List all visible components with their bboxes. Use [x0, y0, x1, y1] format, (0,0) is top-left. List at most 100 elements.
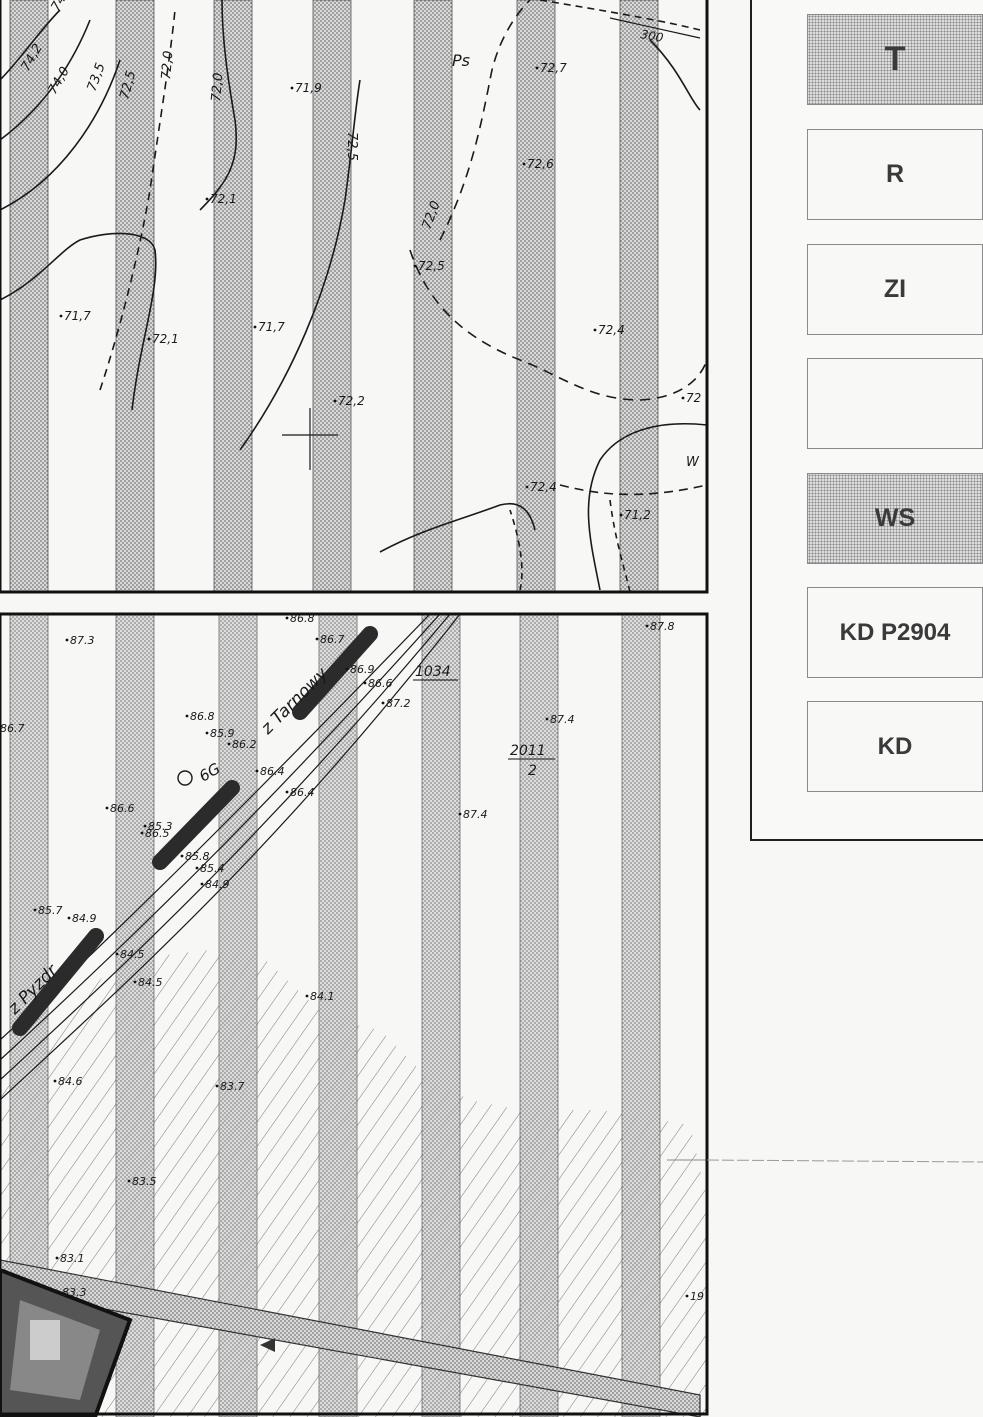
contour-label: 72,0 [159, 50, 176, 80]
spot-height-dot [105, 806, 109, 810]
spot-height-label: 71,7 [64, 309, 91, 323]
spot-height-dot [685, 1294, 689, 1298]
spot-height-dot [215, 1084, 219, 1088]
spot-height-label: 72 [686, 391, 701, 405]
top-map-panel: 74,074,274,073,572,572,072,072,572,071,9… [0, 0, 707, 592]
legend-code: WS [874, 504, 916, 532]
spot-height-label: 72,4 [530, 480, 557, 494]
spot-height-label: 85.7 [38, 904, 63, 917]
spot-height-dot [645, 624, 649, 628]
spot-height-dot [535, 66, 539, 70]
land-use-label: W [686, 455, 700, 470]
strip [213, 0, 253, 592]
spot-height-dot [363, 681, 367, 685]
external-boundary-line [706, 1159, 983, 1163]
spot-height-dot [55, 1256, 59, 1260]
spot-height-dot [522, 162, 526, 166]
spot-height-dot [315, 637, 319, 641]
contour-label: 72,5 [117, 69, 139, 101]
spot-height-dot [681, 396, 685, 400]
strip [115, 0, 155, 592]
legend-item-ws[interactable]: WS [807, 473, 983, 564]
spot-height-label: 86.6 [368, 677, 393, 690]
spot-height-dot [413, 264, 417, 268]
legend-item-blank[interactable] [807, 358, 983, 449]
strip [218, 614, 258, 1417]
parcel-number: 2 [528, 763, 537, 779]
top-map-frame [0, 0, 709, 594]
legend-code: KD P2904 [839, 618, 951, 646]
spot-height-label: 87.2 [386, 697, 411, 710]
spot-height-dot [143, 824, 147, 828]
spot-height-dot [285, 616, 289, 620]
spot-height-dot [205, 197, 209, 201]
spot-height-dot [227, 742, 231, 746]
spot-height-dot [53, 1079, 57, 1083]
spot-height-dot [115, 952, 119, 956]
bottom-map-frame [0, 612, 709, 1416]
parcel-number: 2011 [510, 743, 546, 759]
legend-item-zi[interactable]: ZI [807, 244, 983, 335]
legend-code: T [884, 40, 906, 78]
spot-height-label: 86.9 [350, 663, 375, 676]
spot-height-label: 72,1 [210, 192, 237, 206]
legend-item-t[interactable]: T [807, 14, 983, 105]
spot-height-dot [525, 485, 529, 489]
legend-item-kd-p2904[interactable]: KD P2904 [807, 587, 983, 678]
spot-height-dot [205, 731, 209, 735]
spot-height-label: 86.5 [145, 827, 170, 840]
spot-height-label: 72,4 [598, 323, 625, 337]
spot-height-label: 86.6 [110, 802, 135, 815]
spot-height-label: 71,9 [295, 81, 322, 95]
spot-height-label: 85.9 [210, 727, 235, 740]
strip [421, 614, 461, 1417]
spot-height-label: 83.5 [132, 1175, 157, 1188]
spot-height-label: 87.4 [463, 808, 488, 821]
spot-height-label: 86.8 [190, 710, 215, 723]
spot-height-dot [619, 513, 623, 517]
strip [9, 0, 49, 592]
spot-height-label: 85.8 [185, 850, 210, 863]
legend-item-r[interactable]: R [807, 129, 983, 220]
spot-height-dot [195, 866, 199, 870]
spot-height-label: 72,6 [527, 157, 554, 171]
spot-height-label: 84.5 [120, 948, 145, 961]
road-bold-segments [12, 626, 378, 1036]
spot-height-label: 71,7 [258, 320, 285, 334]
spot-height-dot [180, 854, 184, 858]
spot-height-label: 71,2 [624, 508, 651, 522]
road-south [0, 1259, 701, 1417]
spot-height-dot [381, 701, 385, 705]
spot-height-label: 86.4 [290, 786, 315, 799]
strip [619, 0, 659, 592]
spot-height-dot [67, 916, 71, 920]
spot-height-dot [133, 980, 137, 984]
spot-height-label: 86.7 [320, 633, 345, 646]
spot-height-dot [333, 399, 337, 403]
corner-label: 300 [639, 27, 664, 45]
legend-panel: T R ZI WS KD P2904 KD [750, 0, 983, 841]
spot-height-dot [59, 314, 63, 318]
spot-height-dot [253, 325, 257, 329]
spot-height-label: 87.3 [70, 634, 95, 647]
land-use-label: Ps [452, 51, 470, 70]
survey-cross [282, 408, 338, 470]
spot-height-dot [140, 831, 144, 835]
spot-height-label: 84.6 [58, 1075, 83, 1088]
legend-item-kd[interactable]: KD [807, 701, 983, 792]
spot-height-dot [33, 908, 37, 912]
spot-height-dot [147, 337, 151, 341]
spot-height-dot [305, 994, 309, 998]
spot-height-dot [57, 1290, 61, 1294]
building-block [0, 1267, 133, 1417]
parcel-number: 1034 [415, 664, 451, 680]
spot-height-dot [345, 667, 349, 671]
spot-height-label: 84.5 [138, 976, 163, 989]
spot-height-dot [285, 790, 289, 794]
spot-height-label: 86.8 [290, 612, 315, 625]
spot-height-label: 72,7 [540, 61, 567, 75]
node-marker [177, 770, 193, 786]
legend-code: R [885, 160, 905, 188]
spot-height-dot [65, 638, 69, 642]
